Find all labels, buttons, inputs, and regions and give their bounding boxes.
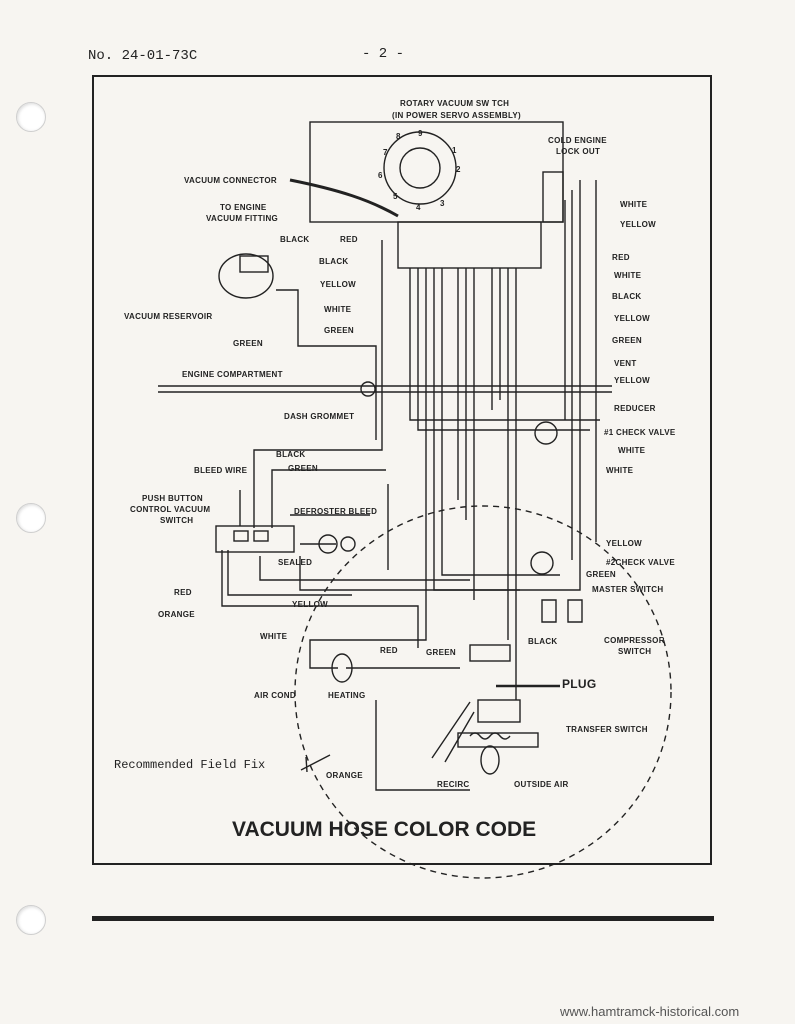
compressor-switch	[567, 599, 583, 623]
heating-diaphragm	[331, 653, 353, 683]
cold-engine-label: COLD ENGINE	[548, 136, 607, 145]
port-8: 8	[396, 132, 401, 141]
port-9: 9	[418, 129, 423, 138]
to-engine-label: TO ENGINE	[220, 203, 267, 212]
vacuum-reservoir	[218, 253, 274, 299]
hose-label-red-4: RED	[380, 646, 398, 655]
hose-label-red-2: RED	[612, 253, 630, 262]
vent-label: VENT	[614, 359, 637, 368]
hose-label-red-1: RED	[340, 235, 358, 244]
dash-grommet-label: DASH GROMMET	[284, 412, 354, 421]
diagram-title: VACUUM HOSE COLOR CODE	[232, 818, 536, 841]
field-fix-label: Recommended Field Fix	[114, 758, 265, 772]
hose-label-yellow-3: YELLOW	[614, 314, 650, 323]
power-servo-box	[309, 121, 564, 223]
transfer-switch	[469, 644, 511, 662]
check-valve-1	[534, 421, 558, 445]
hose-label-yellow-2: YELLOW	[620, 220, 656, 229]
push-button-switch	[215, 525, 295, 553]
rotary-switch-label: ROTARY VACUUM SW TCH	[400, 99, 509, 108]
punch-hole-top	[16, 102, 46, 132]
vacuum-fitting-label: VACUUM FITTING	[206, 214, 278, 223]
compressor-switch-label: SWITCH	[618, 647, 651, 656]
engine-compartment-label: ENGINE COMPARTMENT	[182, 370, 283, 379]
switch-label: SWITCH	[160, 516, 193, 525]
check-valve-1-label: #1 CHECK VALVE	[604, 428, 676, 437]
hose-label-green-6: GREEN	[426, 648, 456, 657]
check-valve-2-label: #2CHECK VALVE	[606, 558, 675, 567]
port-3: 3	[440, 199, 445, 208]
hose-label-white-2: WHITE	[620, 200, 648, 209]
document-number: No. 24-01-73C	[88, 48, 198, 64]
watermark: www.hamtramck-historical.com	[560, 1004, 740, 1019]
sealed-label: SEALED	[278, 558, 312, 567]
plug-label: PLUG	[562, 677, 597, 691]
hose-label-orange-2: ORANGE	[326, 771, 363, 780]
bleed-wire-label: BLEED WIRE	[194, 466, 248, 475]
hose-label-yellow-5: YELLOW	[606, 539, 642, 548]
port-7: 7	[383, 148, 388, 157]
hose-label-black-4: BLACK	[276, 450, 306, 459]
hose-label-yellow-1: YELLOW	[320, 280, 356, 289]
outside-air-label: OUTSIDE AIR	[514, 780, 569, 789]
cold-engine-lockout	[542, 171, 564, 223]
page-number: - 2 -	[362, 46, 405, 62]
vacuum-connector-label: VACUUM CONNECTOR	[184, 176, 277, 185]
vacuum-reservoir-label: VACUUM RESERVOIR	[124, 312, 213, 321]
recirc-diaphragm	[480, 745, 500, 775]
air-cond-label: AIR COND	[254, 691, 296, 700]
hose-label-white-4: WHITE	[618, 446, 646, 455]
defroster-bleed-label: DEFROSTER BLEED	[294, 507, 377, 516]
port-1: 1	[452, 146, 457, 155]
recirc-label: RECIRC	[437, 780, 469, 789]
footer-rule	[92, 916, 714, 921]
diagram-frame	[92, 75, 712, 865]
hose-label-white-1: WHITE	[324, 305, 352, 314]
hose-label-orange-1: ORANGE	[158, 610, 195, 619]
hose-label-green-1: GREEN	[324, 326, 354, 335]
rotary-switch	[383, 131, 457, 205]
push-button-label: PUSH BUTTON	[142, 494, 203, 503]
field-fix-circle	[294, 505, 672, 879]
hose-label-green-3: GREEN	[612, 336, 642, 345]
check-valve-2	[530, 551, 554, 575]
hose-label-black-3: BLACK	[612, 292, 642, 301]
hose-label-black-2: BLACK	[319, 257, 349, 266]
hose-label-black-1: BLACK	[280, 235, 310, 244]
hose-label-white-5: WHITE	[606, 466, 634, 475]
port-6: 6	[378, 171, 383, 180]
hose-label-yellow-6: YELLOW	[292, 600, 328, 609]
master-switch	[541, 599, 557, 623]
master-switch-label: MASTER SWITCH	[592, 585, 663, 594]
reducer-label: REDUCER	[614, 404, 656, 413]
hose-label-yellow-4: YELLOW	[614, 376, 650, 385]
hose-label-black-5: BLACK	[528, 637, 558, 646]
hose-label-red-3: RED	[174, 588, 192, 597]
heating-label: HEATING	[328, 691, 366, 700]
vacuum-connector	[397, 221, 542, 269]
transfer-switch-label: TRANSFER SWITCH	[566, 725, 648, 734]
port-4: 4	[416, 203, 421, 212]
hose-label-green-5: GREEN	[586, 570, 616, 579]
hose-label-white-6: WHITE	[260, 632, 288, 641]
dash-grommet	[360, 381, 376, 397]
hose-label-green-4: GREEN	[288, 464, 318, 473]
punch-hole-bottom	[16, 905, 46, 935]
lockout-label-text: LOCK OUT	[556, 147, 600, 156]
port-2: 2	[456, 165, 461, 174]
defroster-bleed-valve	[340, 536, 356, 552]
control-vacuum-label: CONTROL VACUUM	[130, 505, 210, 514]
hose-label-white-3: WHITE	[614, 271, 642, 280]
compressor-label: COMPRESSOR	[604, 636, 665, 645]
port-5: 5	[393, 192, 398, 201]
punch-hole-middle	[16, 503, 46, 533]
hose-label-green-2: GREEN	[233, 339, 263, 348]
rotary-switch-sublabel: (IN POWER SERVO ASSEMBLY)	[392, 111, 521, 120]
